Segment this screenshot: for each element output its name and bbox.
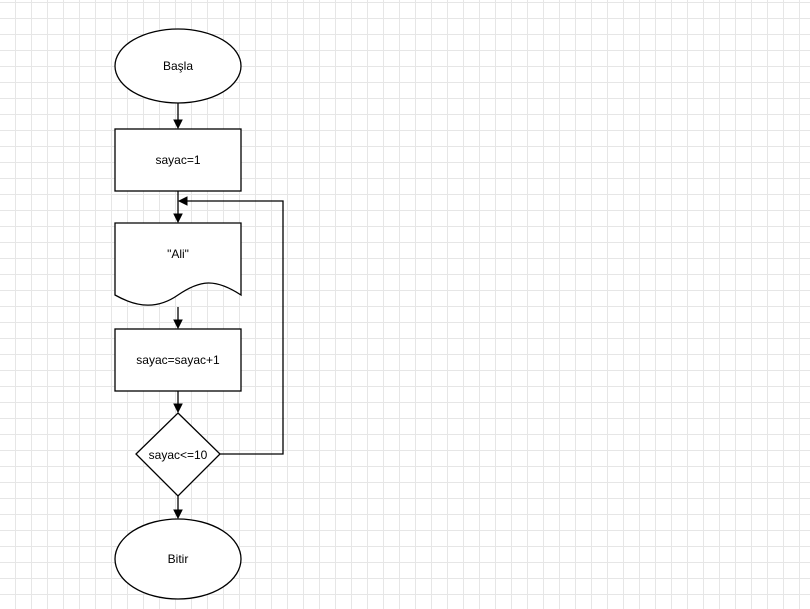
start-label: Başla (163, 59, 193, 73)
node-output[interactable]: "Ali" (114, 222, 242, 306)
init-rectangle (114, 128, 242, 192)
output-document-shape (114, 222, 242, 306)
init-label: sayac=1 (155, 153, 200, 167)
node-increment[interactable]: sayac=sayac+1 (114, 328, 242, 392)
arrowhead-start-to-init (173, 119, 183, 130)
node-start[interactable]: Başla (114, 28, 242, 104)
end-label: Bitir (168, 552, 189, 566)
increment-rectangle (114, 328, 242, 392)
output-label: "Ali" (167, 247, 189, 261)
node-end[interactable]: Bitir (114, 518, 242, 600)
arrowhead-increment-to-condition (173, 403, 183, 414)
node-init[interactable]: sayac=1 (114, 128, 242, 192)
arrowhead-init-to-output (173, 213, 183, 224)
arrowhead-loop-back (177, 196, 188, 206)
edge-loop-back (186, 200, 284, 455)
edges (173, 103, 284, 520)
start-ellipse (114, 28, 242, 104)
condition-diamond (135, 412, 221, 497)
arrowhead-condition-to-end (173, 509, 183, 520)
increment-label: sayac=sayac+1 (136, 353, 220, 367)
node-condition[interactable]: sayac<=10 (135, 412, 221, 497)
arrowhead-output-to-increment (173, 319, 183, 330)
condition-label: sayac<=10 (149, 448, 208, 462)
end-ellipse (114, 518, 242, 600)
